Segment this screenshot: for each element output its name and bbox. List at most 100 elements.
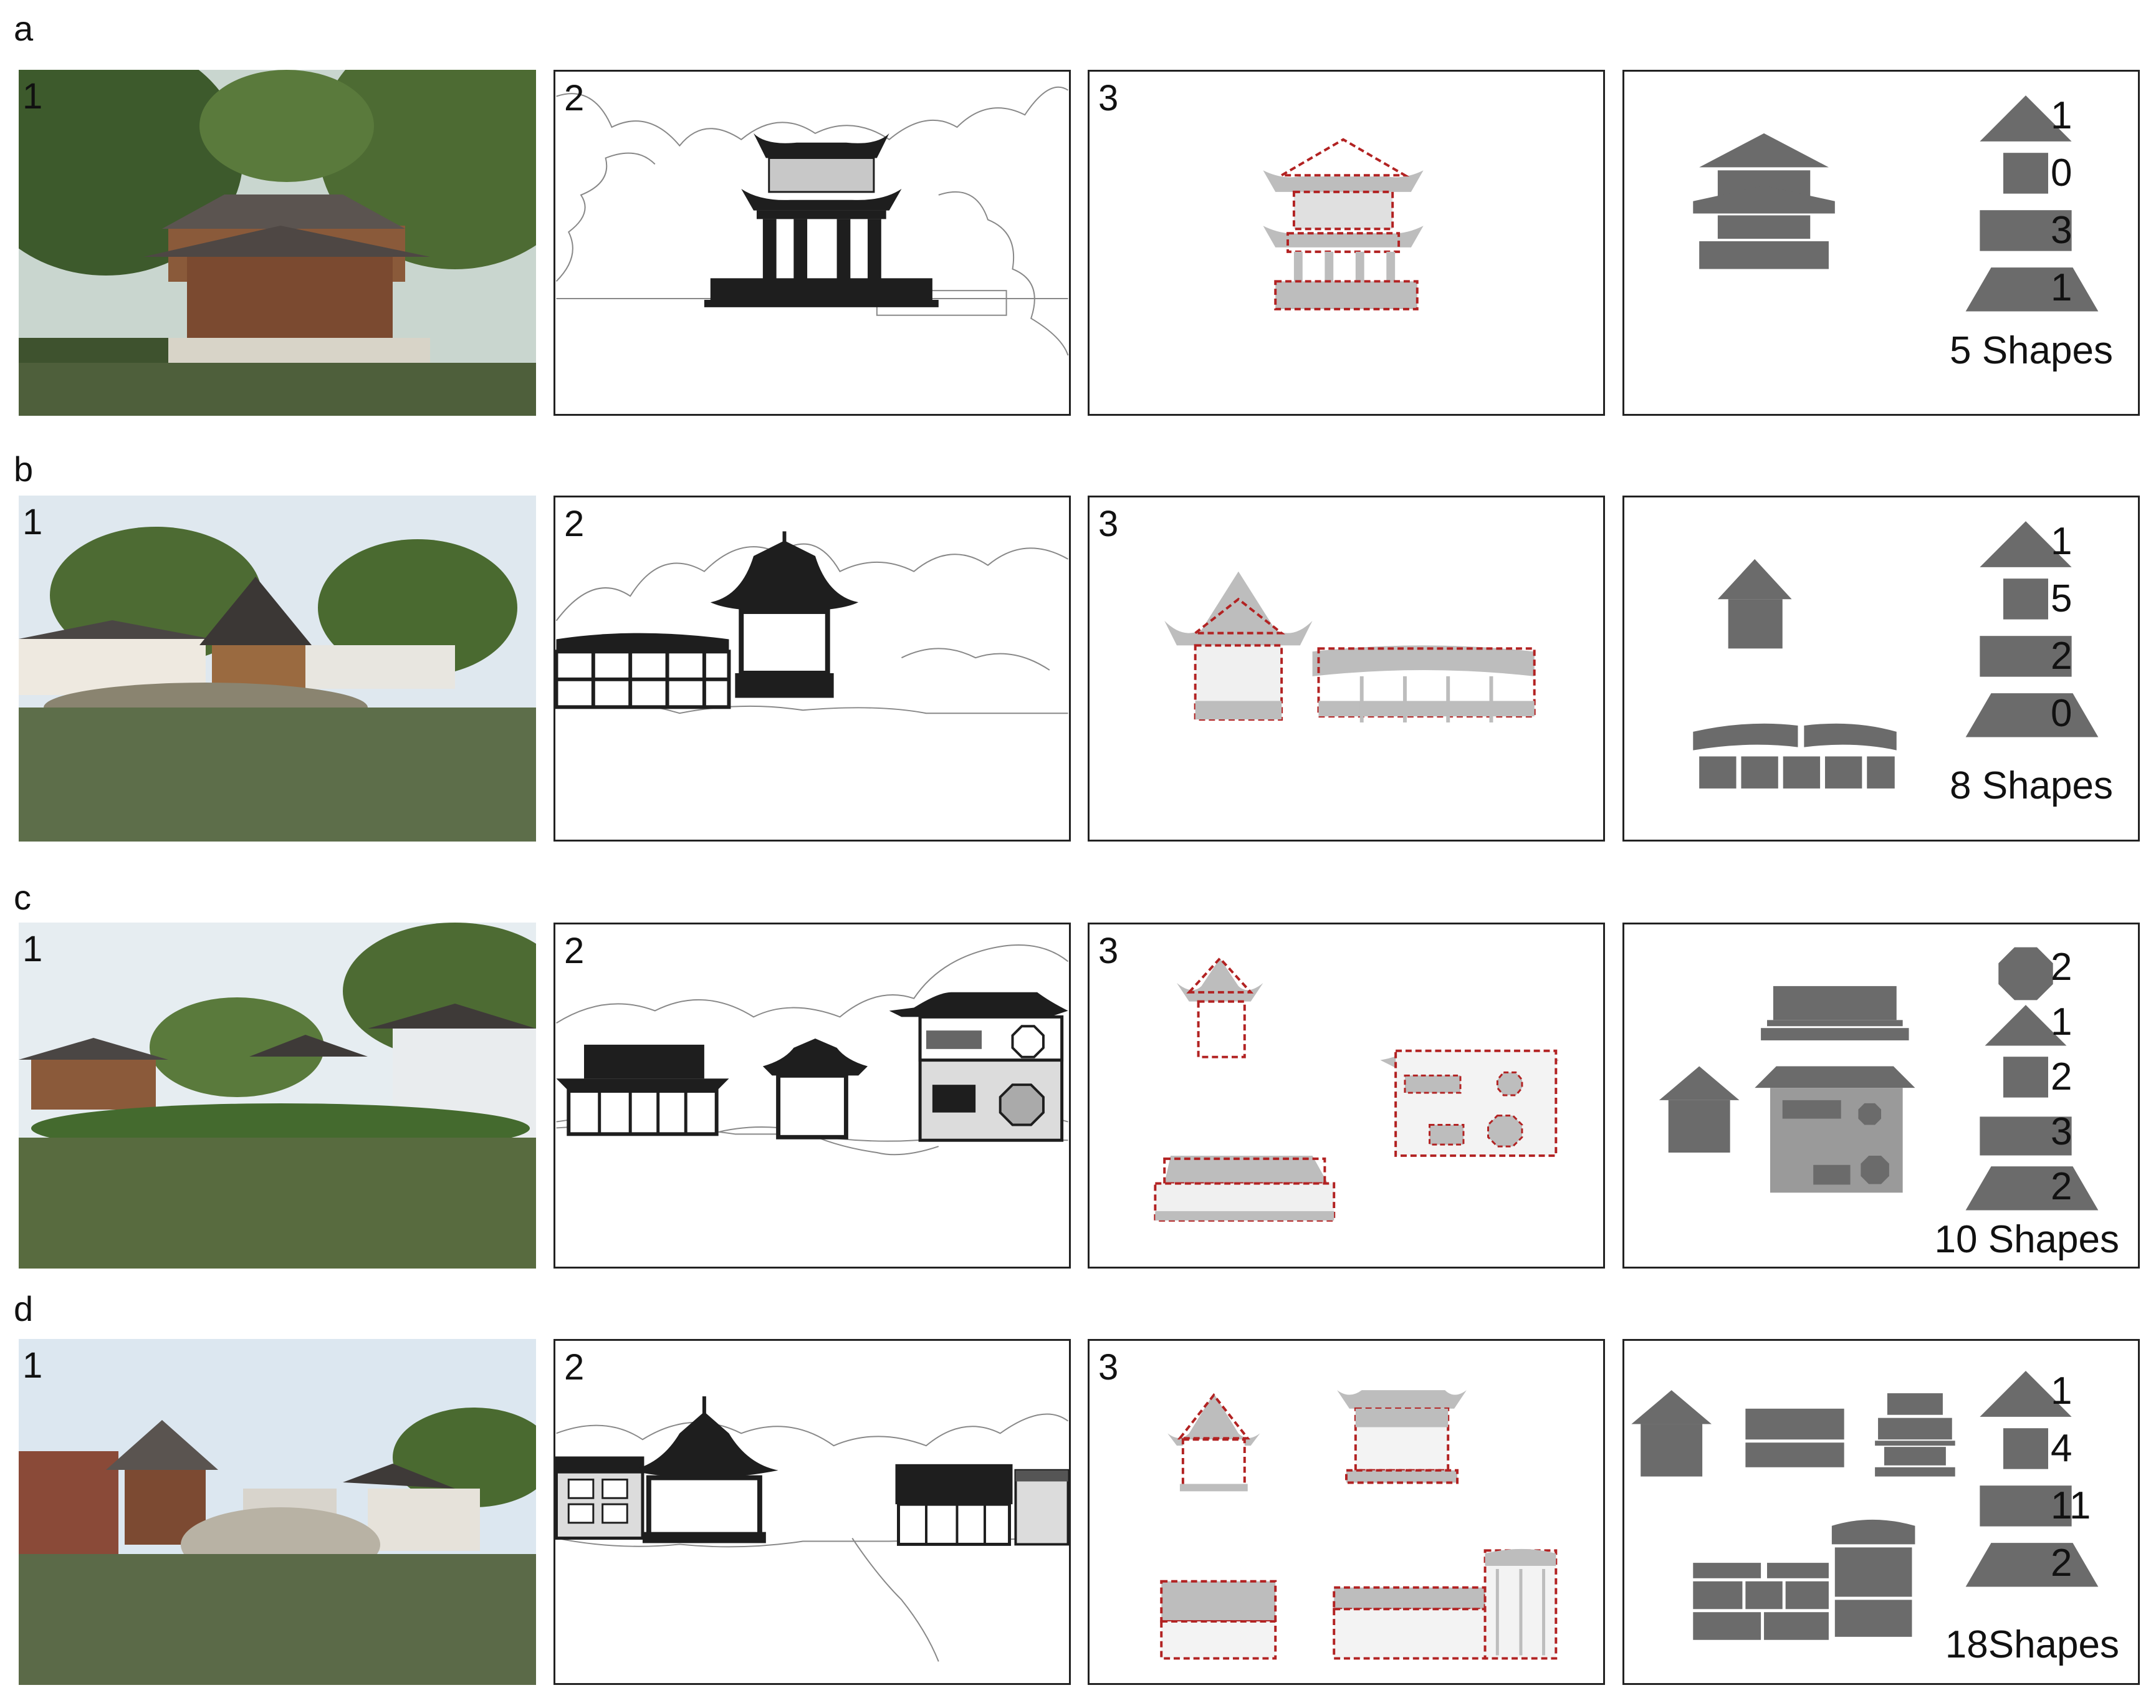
legend-count: 3 <box>2051 1110 2072 1153</box>
panel-number: 1 <box>22 502 43 542</box>
garden-photo-a <box>19 70 536 416</box>
trapezoid-icon <box>1965 1543 2099 1587</box>
shape-count-panel-b: 1 5 2 0 8 Shapes <box>1622 496 2140 842</box>
legend-count: 5 <box>2051 577 2072 620</box>
pavilion-silhouette-drawing <box>555 86 1069 356</box>
triangle-icon <box>1985 1005 2067 1046</box>
trapezoid-icon <box>1965 1166 2099 1211</box>
legend-count: 1 <box>2051 520 2072 563</box>
legend-row-triangle: 1 <box>1932 90 2119 146</box>
legend-row-trapezoid: 1 <box>1932 262 2119 319</box>
panel-number: 2 <box>564 1347 585 1388</box>
legend-row-trapezoid: 2 <box>1932 1161 2119 1217</box>
panel-number: 1 <box>22 1345 43 1386</box>
rectangle-icon <box>1980 1485 2072 1527</box>
pavilion-silhouette-drawing <box>555 531 1069 714</box>
legend-count: 4 <box>2051 1427 2072 1470</box>
segmentation-panel-b: 3 <box>1088 496 1605 842</box>
trapezoid-icon <box>1965 267 2099 312</box>
legend-count: 2 <box>2051 1542 2072 1585</box>
legend-row-triangle: 1 <box>1932 516 2119 572</box>
panel-number: 3 <box>1098 1347 1119 1388</box>
dashed-segmentation-drawing <box>1263 138 1424 310</box>
abstract-shapes-drawing <box>1631 1390 1955 1640</box>
legend-row-square: 2 <box>1932 1052 2119 1108</box>
panel-number: 2 <box>564 504 585 544</box>
legend-row-triangle: 1 <box>1932 1366 2119 1422</box>
garden-photo-c <box>19 923 536 1269</box>
panel-number: 3 <box>1098 78 1119 118</box>
legend-row-rectangle: 3 <box>1932 205 2119 261</box>
legend-count: 2 <box>2051 946 2072 989</box>
rectangle-icon <box>1980 636 2072 677</box>
shapes-total: 10 Shapes <box>1934 1218 2119 1261</box>
outline-panel-b: 2 <box>553 496 1071 842</box>
row-label-a: a <box>14 9 34 48</box>
legend-count: 1 <box>2051 1370 2072 1413</box>
building-silhouette-drawing <box>555 944 1069 1156</box>
legend-count: 1 <box>2051 266 2072 309</box>
photo-panel-b: 1 <box>19 496 536 842</box>
shapes-total: 8 Shapes <box>1950 764 2113 807</box>
legend-row-rectangle: 3 <box>1932 1106 2119 1163</box>
legend-row-triangle: 1 <box>1932 997 2119 1053</box>
row-label-d: d <box>14 1289 34 1328</box>
square-icon <box>2003 578 2048 620</box>
panel-number: 3 <box>1098 504 1119 544</box>
abstract-shapes-drawing <box>1693 559 1897 789</box>
legend-count: 0 <box>2051 151 2072 194</box>
square-icon <box>2003 1057 2048 1098</box>
abstract-shapes-drawing <box>1659 986 1915 1193</box>
trapezoid-icon <box>1965 693 2099 737</box>
legend-count: 1 <box>2051 94 2072 137</box>
row-label-c: c <box>14 878 31 917</box>
panel-number: 1 <box>22 76 43 117</box>
shape-count-panel-c: 2 1 2 3 2 10 Shapes <box>1622 923 2140 1269</box>
legend-row-square: 4 <box>1932 1423 2119 1479</box>
legend-row-trapezoid: 2 <box>1932 1538 2119 1594</box>
outline-panel-c: 2 <box>553 923 1071 1269</box>
shapes-total: 5 Shapes <box>1950 329 2113 372</box>
abstract-shapes-drawing <box>1693 133 1835 269</box>
panel-number: 2 <box>564 78 585 118</box>
dashed-segmentation-drawing <box>1160 1390 1558 1660</box>
legend-row-square: 5 <box>1932 573 2119 630</box>
garden-photo-b <box>19 496 536 842</box>
triangle-icon <box>1980 95 2072 142</box>
legend-count: 2 <box>2051 1165 2072 1208</box>
shape-count-panel-a: 1 0 3 1 5 Shapes <box>1622 70 2140 416</box>
segmentation-panel-c: 3 <box>1088 923 1605 1269</box>
row-label-b: b <box>14 449 34 489</box>
triangle-icon <box>1980 521 2072 567</box>
panel-number: 1 <box>22 929 43 969</box>
triangle-icon <box>1980 1371 2072 1417</box>
shapes-total: 18Shapes <box>1945 1623 2119 1666</box>
outline-panel-a: 2 <box>553 70 1071 416</box>
legend-row-octagon: 2 <box>1932 942 2119 1000</box>
rectangle-icon <box>1980 210 2072 251</box>
legend-count: 3 <box>2051 209 2072 252</box>
rectangle-icon <box>1980 1116 2072 1156</box>
photo-panel-d: 1 <box>19 1339 536 1685</box>
panel-number: 2 <box>564 931 585 971</box>
segmentation-panel-a: 3 <box>1088 70 1605 416</box>
square-icon <box>2003 153 2048 194</box>
garden-photo-d <box>19 1339 536 1685</box>
legend-count: 2 <box>2051 1055 2072 1098</box>
segmentation-panel-d: 3 <box>1088 1339 1605 1685</box>
legend-count: 2 <box>2051 635 2072 678</box>
building-silhouette-drawing <box>555 1396 1069 1662</box>
photo-panel-a: 1 <box>19 70 536 416</box>
dashed-segmentation-drawing <box>1154 956 1560 1222</box>
legend-row-rectangle: 11 <box>1932 1480 2119 1537</box>
legend-count: 11 <box>2051 1484 2091 1527</box>
dashed-segmentation-drawing <box>1164 571 1536 723</box>
legend-row-rectangle: 2 <box>1932 631 2119 687</box>
legend-row-trapezoid: 0 <box>1932 688 2119 744</box>
photo-panel-c: 1 <box>19 923 536 1269</box>
shape-count-panel-d: 1 4 11 2 18Shapes <box>1622 1339 2140 1685</box>
legend-count: 1 <box>2051 1000 2072 1044</box>
octagon-icon <box>1998 947 2053 1000</box>
panel-number: 3 <box>1098 931 1119 971</box>
square-icon <box>2003 1428 2048 1469</box>
